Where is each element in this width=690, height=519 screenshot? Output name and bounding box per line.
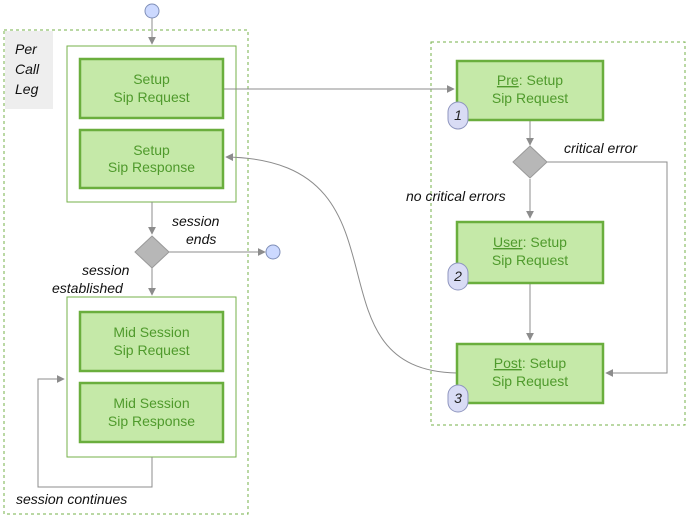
critical-error-label: critical error [564, 140, 638, 156]
user-setup-box[interactable] [455, 220, 605, 285]
post-prefix: Post [494, 355, 522, 371]
user-badge [447, 262, 469, 291]
setup-request-line-2: Sip Request [113, 89, 189, 105]
mid-response-line-1: Mid Session [113, 395, 189, 411]
setup-response-line-2: Sip Response [108, 159, 195, 175]
post-to-setup-response-curve [225, 153, 458, 374]
right-dashed-region [430, 41, 686, 426]
per-call-leg-line-1: Per [15, 41, 38, 57]
end-node [265, 244, 281, 260]
per-call-leg-line-2: Call [15, 61, 40, 77]
session-continues-loop [37, 375, 153, 488]
session-decision [134, 235, 170, 269]
pre-setup-box[interactable] [455, 59, 605, 122]
session-ends-label-2: ends [186, 231, 216, 247]
pre-prefix: Pre [497, 72, 519, 88]
post-setup-box[interactable] [455, 342, 605, 405]
user-setup-line-2: Sip Request [492, 252, 568, 268]
pre-badge-number: 1 [454, 107, 462, 123]
session-established-label-2: established [52, 280, 124, 296]
setup-request-line-1: Setup [133, 71, 170, 87]
mid-response-line-2: Sip Response [108, 413, 195, 429]
pre-setup-line-1: Pre: Setup [497, 72, 563, 88]
session-continues-label: session continues [16, 491, 127, 507]
setup-response-line-1: Setup [133, 142, 170, 158]
setup-request-box[interactable] [78, 57, 225, 120]
no-critical-errors-label: no critical errors [406, 188, 506, 204]
mid-request-line-1: Mid Session [113, 324, 189, 340]
pre-rest: : Setup [519, 72, 564, 88]
mid-request-box[interactable] [78, 310, 225, 373]
user-setup-line-1: User: Setup [493, 234, 567, 250]
user-badge-number: 2 [453, 268, 462, 284]
post-rest: : Setup [522, 355, 567, 371]
post-setup-line-2: Sip Request [492, 373, 568, 389]
post-badge-number: 3 [454, 390, 462, 406]
mid-request-line-2: Sip Request [113, 342, 189, 358]
mid-response-box[interactable] [78, 381, 225, 444]
setup-response-box[interactable] [78, 128, 225, 190]
session-ends-label-1: session [172, 213, 220, 229]
critical-error-decision [512, 145, 548, 179]
start-node [144, 3, 160, 19]
user-prefix: User [493, 234, 523, 250]
post-badge [447, 384, 469, 413]
per-call-leg-line-3: Leg [15, 81, 39, 97]
pre-setup-line-2: Sip Request [492, 90, 568, 106]
per-call-leg-tag [5, 31, 53, 109]
pre-badge [447, 101, 469, 130]
post-setup-line-1: Post: Setup [494, 355, 567, 371]
user-rest: : Setup [523, 234, 568, 250]
left-dashed-region [3, 29, 249, 515]
session-established-label-1: session [82, 262, 130, 278]
critical-error-path [547, 161, 668, 377]
